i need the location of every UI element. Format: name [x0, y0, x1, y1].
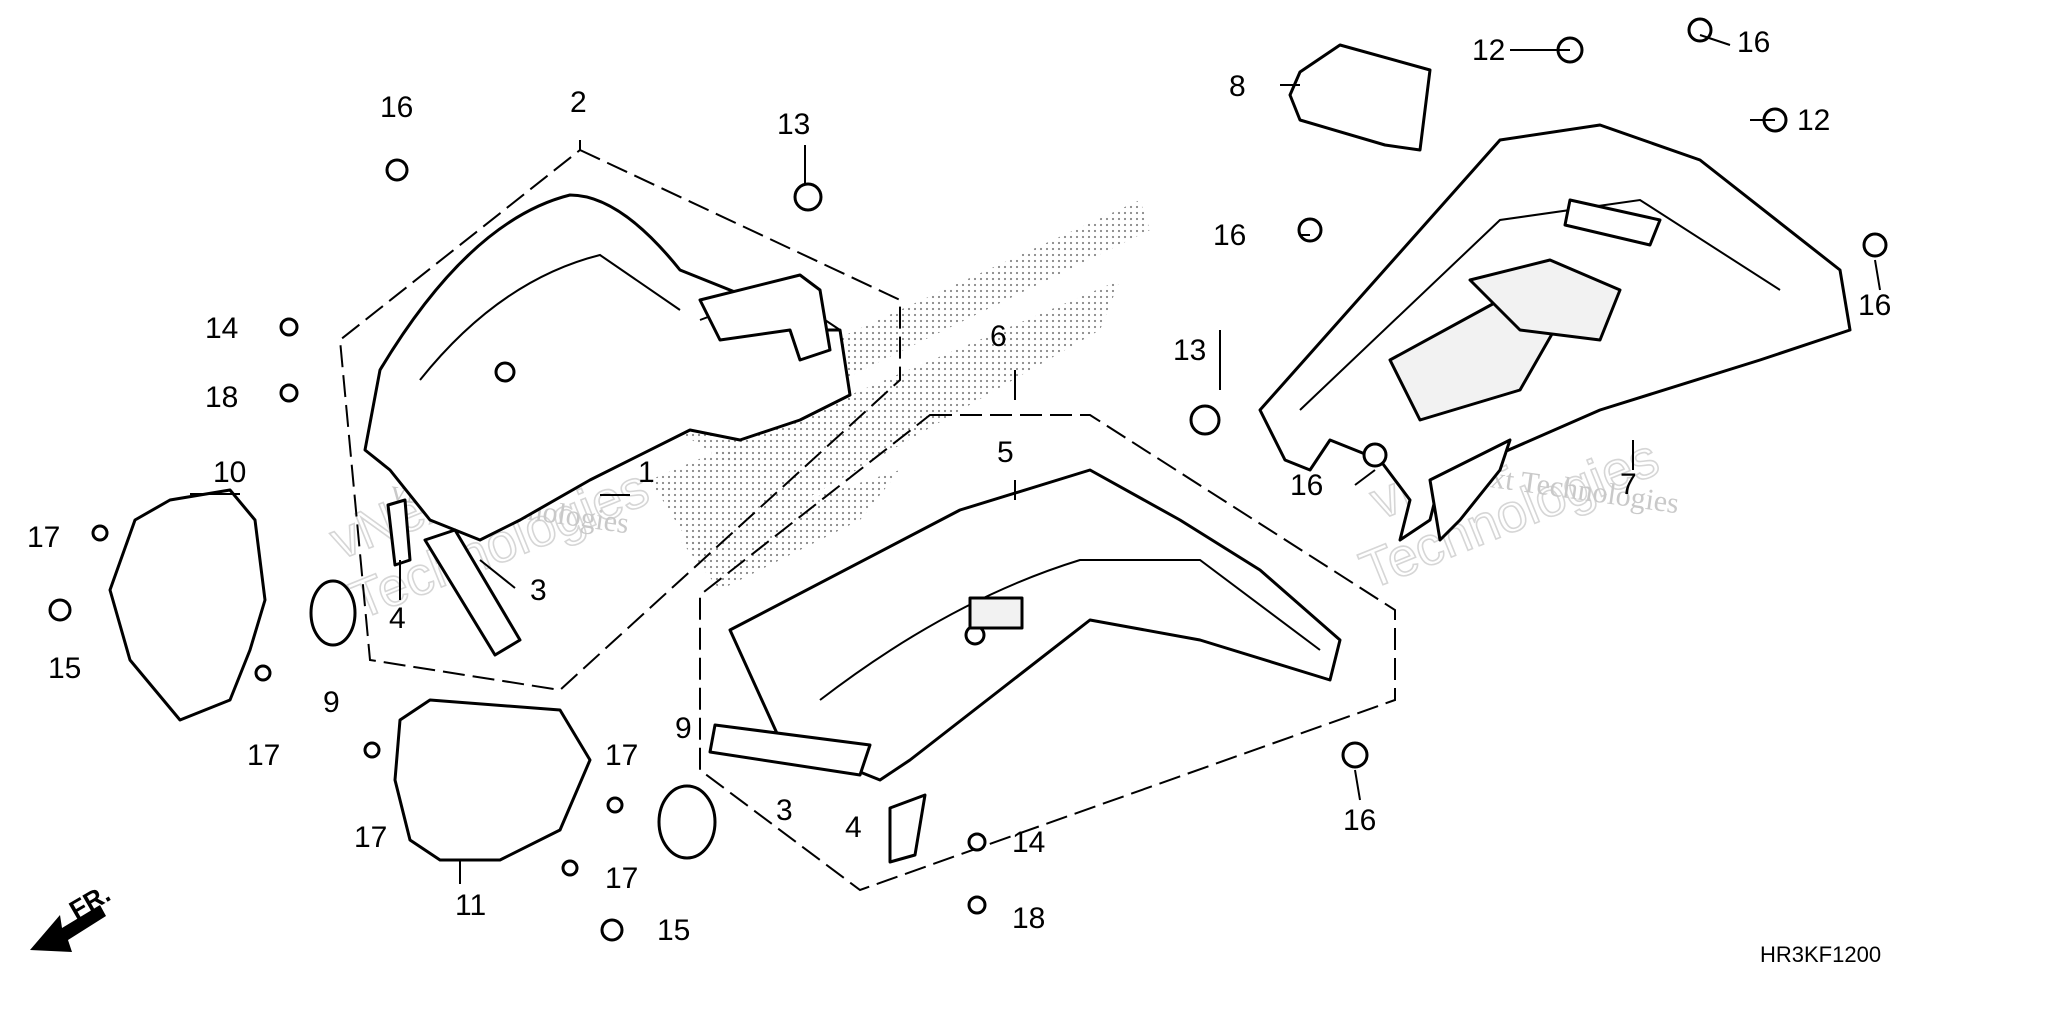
callout-12-top: 12: [1472, 34, 1505, 67]
callout-14-right: 14: [1012, 826, 1045, 859]
callout-18-right: 18: [1012, 902, 1045, 935]
rear-fender-group: [1258, 123, 1852, 542]
callout-13-top: 13: [777, 108, 810, 141]
callout-15-left: 15: [48, 652, 81, 685]
part-cover-8: [1288, 43, 1432, 152]
part-clip-4-left: [386, 498, 412, 567]
callout-18-left: 18: [205, 381, 238, 414]
callout-17-d: 17: [605, 739, 638, 772]
part-ring-9-left: [309, 579, 357, 647]
callout-17-b: 17: [247, 739, 280, 772]
callout-9-left: 9: [323, 686, 340, 719]
callout-16-topright: 16: [1737, 26, 1770, 59]
part-mudguard-lower: [1428, 438, 1512, 542]
callout-9-right: 9: [675, 712, 692, 745]
callout-labels: 1 2 3 3 4 4 5 6 7 8 9 9 10 11 12 12 13 1…: [27, 26, 1891, 947]
callout-5: 5: [997, 436, 1014, 469]
front-direction-indicator: FR.: [30, 878, 115, 952]
part-rear-fender-pocket: [1388, 298, 1562, 422]
part-inner-fender: [728, 468, 1342, 782]
part-strip-3-left: [423, 528, 522, 657]
callout-17-e: 17: [605, 862, 638, 895]
callout-15-right: 15: [657, 914, 690, 947]
hardware: [48, 17, 1888, 942]
callout-8: 8: [1229, 70, 1246, 103]
part-rear-fender-tray: [1468, 258, 1622, 342]
callout-16-bottom: 16: [1343, 804, 1376, 837]
part-ring-9-right: [657, 784, 717, 860]
inner-cover-group: [699, 414, 1396, 892]
callout-6: 6: [990, 320, 1007, 353]
front-fender-group: [338, 148, 901, 692]
callout-3-right: 3: [776, 794, 793, 827]
part-clip-4-right: [888, 793, 927, 864]
callout-17-a: 17: [27, 521, 60, 554]
part-side-cover-11: [393, 698, 592, 862]
callout-11: 11: [455, 889, 486, 922]
callout-1: 1: [638, 456, 655, 489]
callout-4-left: 4: [389, 602, 406, 635]
leader-lines: [190, 34, 1881, 884]
part-rear-fender-emblem: [1563, 198, 1662, 247]
callout-2: 2: [570, 86, 587, 119]
callout-13-right: 13: [1173, 334, 1206, 367]
part-strip-3-right: [708, 723, 872, 777]
callout-10: 10: [213, 456, 246, 489]
callout-12-right: 12: [1797, 104, 1830, 137]
diagram-code: HR3KF1200: [1760, 942, 1881, 967]
callout-16-mid: 16: [1290, 469, 1323, 502]
part-front-fender: [363, 193, 852, 542]
part-side-cover-10: [108, 488, 267, 722]
callout-16-topleft: 16: [380, 91, 413, 124]
callout-16-right: 16: [1858, 289, 1891, 322]
front-direction-label: FR.: [64, 878, 115, 925]
callout-7: 7: [1620, 468, 1637, 501]
callout-3-left: 3: [530, 574, 547, 607]
callout-4-right: 4: [845, 811, 862, 844]
callout-17-c: 17: [354, 821, 387, 854]
callout-14-left: 14: [205, 312, 238, 345]
part-fender-bracket: [698, 273, 832, 362]
callout-16-left: 16: [1213, 219, 1246, 252]
